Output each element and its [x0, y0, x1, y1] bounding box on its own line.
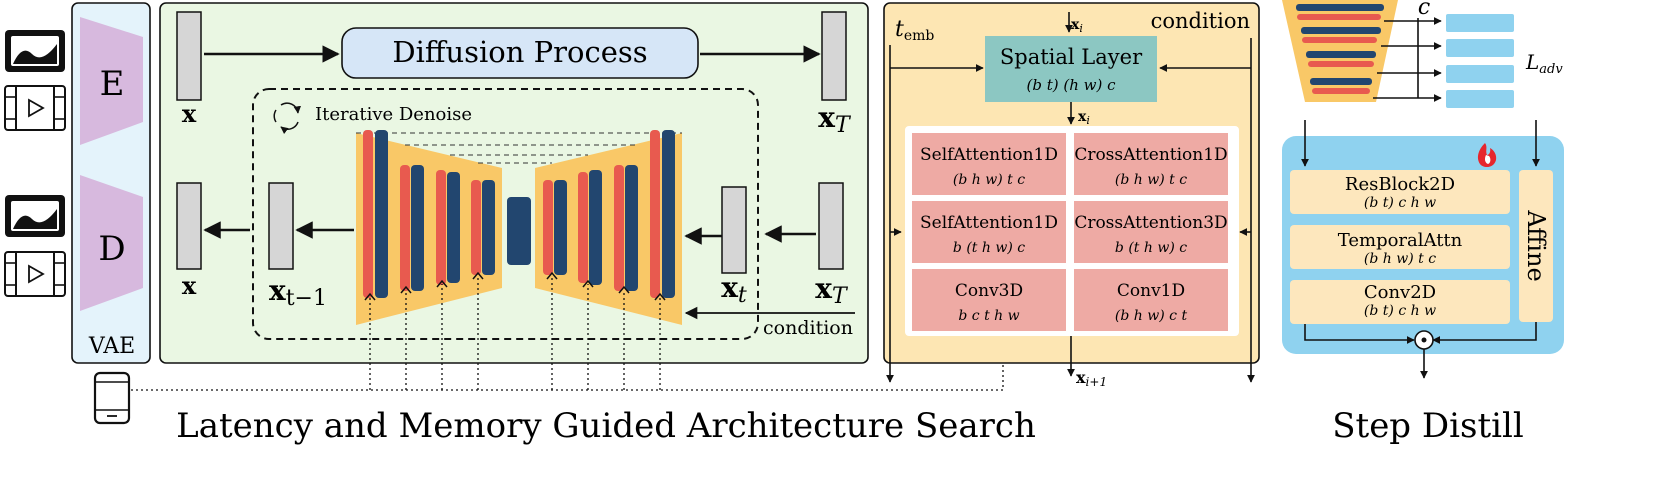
temporal-op-dims: (b h w) t c	[953, 172, 1025, 188]
temporal-op-title: CrossAttention1D	[1074, 145, 1227, 165]
temporal-op-dims: b (t h w) c	[953, 240, 1025, 256]
condition-label-right: condition	[1151, 9, 1250, 33]
resblock-box	[1290, 170, 1510, 214]
diffusion-process-box	[341, 27, 699, 79]
temporal-op-cells: SelfAttention1D (b h w) t c CrossAttention…	[912, 133, 1228, 331]
x-latent-bottom	[176, 182, 202, 270]
c-label: c	[1418, 0, 1430, 20]
conv2d-label: Conv2D	[1364, 282, 1436, 303]
resblock-dims: (b t) c h w	[1364, 195, 1436, 211]
block-panel: temb xi condition Spatial Layer (b t) (h…	[883, 2, 1260, 389]
decoder-label: D	[98, 229, 125, 269]
image-icon-bottom	[5, 195, 65, 237]
spatial-layer-title: Spatial Layer	[1000, 45, 1143, 69]
spatial-layer-dims: (b t) (h w) c	[1026, 76, 1116, 94]
image-icon-top	[5, 30, 65, 72]
temporal-op-title: SelfAttention1D	[920, 145, 1058, 165]
affine-label: Affine	[1522, 209, 1550, 281]
temporal-op-cell	[1074, 201, 1228, 263]
phone-icon	[93, 371, 131, 425]
temporal-op-dims: b (t h w) c	[1115, 240, 1187, 256]
xT-label-top: xT	[818, 101, 852, 138]
temporal-op-title: Conv1D	[1117, 281, 1185, 301]
temporal-op-cell	[1074, 269, 1228, 331]
refresh-icon	[273, 102, 301, 135]
xi-label: xi	[1071, 17, 1083, 35]
unet-encoder	[356, 133, 502, 325]
vae-label: VAE	[88, 334, 135, 359]
temporal-op-cell	[912, 269, 1066, 331]
temporal-op-dims: (b h w) t c	[1115, 172, 1187, 188]
temporal-attn-box	[1290, 225, 1510, 269]
diffusion-panel: x Diffusion Process xT Iterative Denoise	[131, 2, 1004, 391]
xi1-label: xi+1	[1076, 368, 1107, 389]
affine-box	[1519, 170, 1553, 322]
x-label-bottom: x	[182, 271, 197, 300]
spatial-layer-box	[985, 36, 1157, 102]
decoder-shape	[80, 175, 143, 311]
encoder-label: E	[100, 64, 125, 104]
temporal-op-title: Conv3D	[955, 281, 1023, 301]
conv2d-dims: (b t) c h w	[1364, 303, 1436, 319]
temporal-op-title: SelfAttention1D	[920, 213, 1058, 233]
temporal-op-dims: (b h w) c t	[1115, 308, 1188, 324]
diffusion-process-label: Diffusion Process	[392, 35, 647, 69]
temporal-op-cell	[912, 201, 1066, 263]
unet-decoder	[535, 133, 682, 325]
condition-label-left: condition	[763, 317, 853, 339]
adv-loss-label: Ladv	[1525, 50, 1563, 77]
xt-label: xt	[721, 271, 747, 308]
xT-latent-top	[821, 11, 847, 101]
temporal-op-cell	[1074, 133, 1228, 195]
xt1-latent	[268, 182, 294, 270]
temporal-op-title: CrossAttention3D	[1074, 213, 1227, 233]
xi-prime-label: xi	[1078, 109, 1090, 127]
conv2d-box	[1290, 280, 1510, 324]
fire-icon	[1477, 143, 1497, 168]
encoder-shape	[80, 17, 143, 145]
resblock-label: ResBlock2D	[1345, 174, 1455, 195]
xt1-label: xt−1	[269, 274, 327, 311]
x-latent-top	[176, 11, 202, 101]
video-icon-bottom	[4, 251, 66, 297]
iterative-denoise-box	[252, 88, 759, 340]
x-label-top: x	[182, 99, 197, 128]
unet-bottleneck	[507, 197, 531, 265]
video-icon-top	[4, 85, 66, 131]
xT-label-bottom: xT	[815, 272, 849, 309]
iterative-denoise-label: Iterative Denoise	[315, 104, 472, 125]
search-title: Latency and Memory Guided Architecture S…	[176, 406, 1036, 446]
vae-panel: E D VAE	[71, 2, 151, 364]
temporal-op-dims: b c t h w	[958, 308, 1019, 324]
temporal-attn-label: TemporalAttn	[1338, 230, 1463, 251]
temporal-op-cell	[912, 133, 1066, 195]
temporal-attn-dims: (b h w) t c	[1364, 251, 1436, 267]
xT-latent-bottom	[818, 182, 844, 270]
temb-label: temb	[895, 17, 934, 44]
step-distill-title: Step Distill	[1332, 406, 1524, 446]
xt-latent	[721, 186, 747, 274]
distill-panel: c Ladv ResBlock2D (b t) c h w TemporalAt…	[1282, 0, 1564, 446]
